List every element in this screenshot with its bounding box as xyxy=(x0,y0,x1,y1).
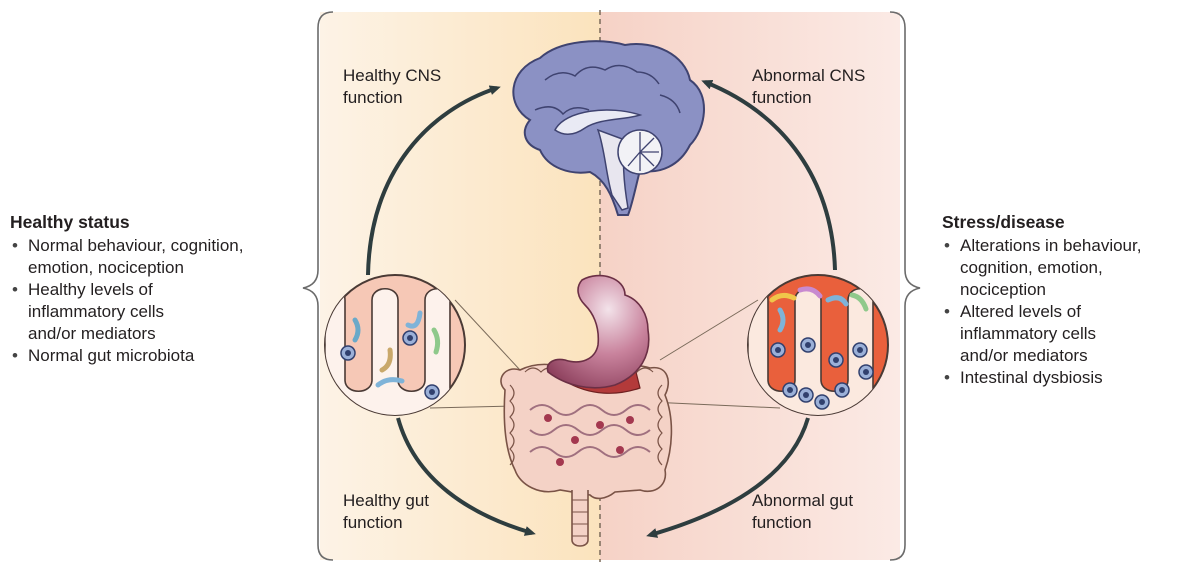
abnormal-gut-label: Abnormal gut function xyxy=(752,490,853,534)
item-line: emotion, nociception xyxy=(28,257,300,279)
label-line: function xyxy=(752,512,853,534)
item-line: inflammatory cells xyxy=(28,301,300,323)
item-line: Altered levels of xyxy=(960,301,1192,323)
healthy-status-list: Normal behaviour, cognition, emotion, no… xyxy=(10,235,300,367)
list-item: Healthy levels of inflammatory cells and… xyxy=(10,279,300,345)
label-line: function xyxy=(343,87,441,109)
list-item: Normal gut microbiota xyxy=(10,345,300,367)
healthy-gut-label: Healthy gut function xyxy=(343,490,429,534)
label-line: Abnormal gut xyxy=(752,490,853,512)
healthy-status-title: Healthy status xyxy=(10,210,300,234)
abnormal-cns-label: Abnormal CNS function xyxy=(752,65,865,109)
healthy-cns-label: Healthy CNS function xyxy=(343,65,441,109)
list-item: Altered levels of inflammatory cells and… xyxy=(942,301,1192,367)
item-line: nociception xyxy=(960,279,1192,301)
item-line: Alterations in behaviour, xyxy=(960,235,1192,257)
item-line: Intestinal dysbiosis xyxy=(960,367,1192,389)
stress-disease-title: Stress/disease xyxy=(942,210,1192,234)
list-item: Alterations in behaviour, cognition, emo… xyxy=(942,235,1192,301)
stress-disease-panel: Stress/disease Alterations in behaviour,… xyxy=(942,210,1192,389)
item-line: inflammatory cells xyxy=(960,323,1192,345)
list-item: Intestinal dysbiosis xyxy=(942,367,1192,389)
label-line: Abnormal CNS xyxy=(752,65,865,87)
healthy-status-panel: Healthy status Normal behaviour, cogniti… xyxy=(10,210,300,367)
label-line: function xyxy=(752,87,865,109)
item-line: and/or mediators xyxy=(28,323,300,345)
item-line: Normal behaviour, cognition, xyxy=(28,235,300,257)
item-line: Normal gut microbiota xyxy=(28,345,300,367)
item-line: cognition, emotion, xyxy=(960,257,1192,279)
item-line: and/or mediators xyxy=(960,345,1192,367)
stress-disease-list: Alterations in behaviour, cognition, emo… xyxy=(942,235,1192,389)
label-line: Healthy CNS xyxy=(343,65,441,87)
label-line: function xyxy=(343,512,429,534)
item-line: Healthy levels of xyxy=(28,279,300,301)
label-line: Healthy gut xyxy=(343,490,429,512)
list-item: Normal behaviour, cognition, emotion, no… xyxy=(10,235,300,279)
